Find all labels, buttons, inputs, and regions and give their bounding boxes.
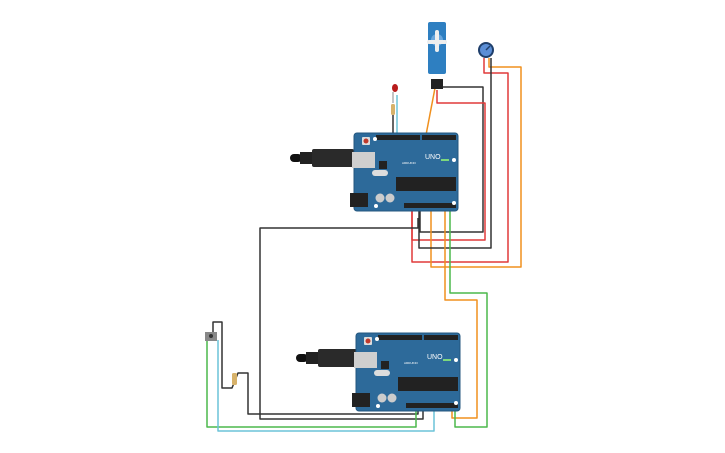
board-model-label: UNO [425,154,441,161]
board-model-label: UNO [427,354,443,361]
wire-pot-ground[interactable] [418,58,492,249]
resistor-pulldown [232,373,237,385]
pushbutton[interactable] [205,332,217,341]
wires [206,58,522,432]
wire-pot-signal[interactable] [430,58,522,268]
arduino-top[interactable]: UNO ARDUINO [290,132,459,212]
board-brand-label: ARDUINO [404,361,419,365]
wire-button-power[interactable] [206,340,417,428]
resistor-led [391,104,395,115]
wire-serial-orange[interactable] [444,210,478,419]
potentiometer[interactable] [478,42,494,58]
wire-pot-power[interactable] [411,58,509,263]
board-brand-label: ARDUINO [402,161,417,165]
arduino-bottom[interactable]: UNO ARDUINO [296,332,461,412]
wire-servo-ground[interactable] [419,86,484,233]
led-red[interactable] [392,84,398,103]
servo-motor[interactable] [427,22,447,89]
wire-button-signal[interactable] [217,340,435,432]
wire-servo-signal[interactable] [425,87,436,136]
wire-serial-green[interactable] [449,210,488,428]
wire-common-ground[interactable] [259,218,424,420]
